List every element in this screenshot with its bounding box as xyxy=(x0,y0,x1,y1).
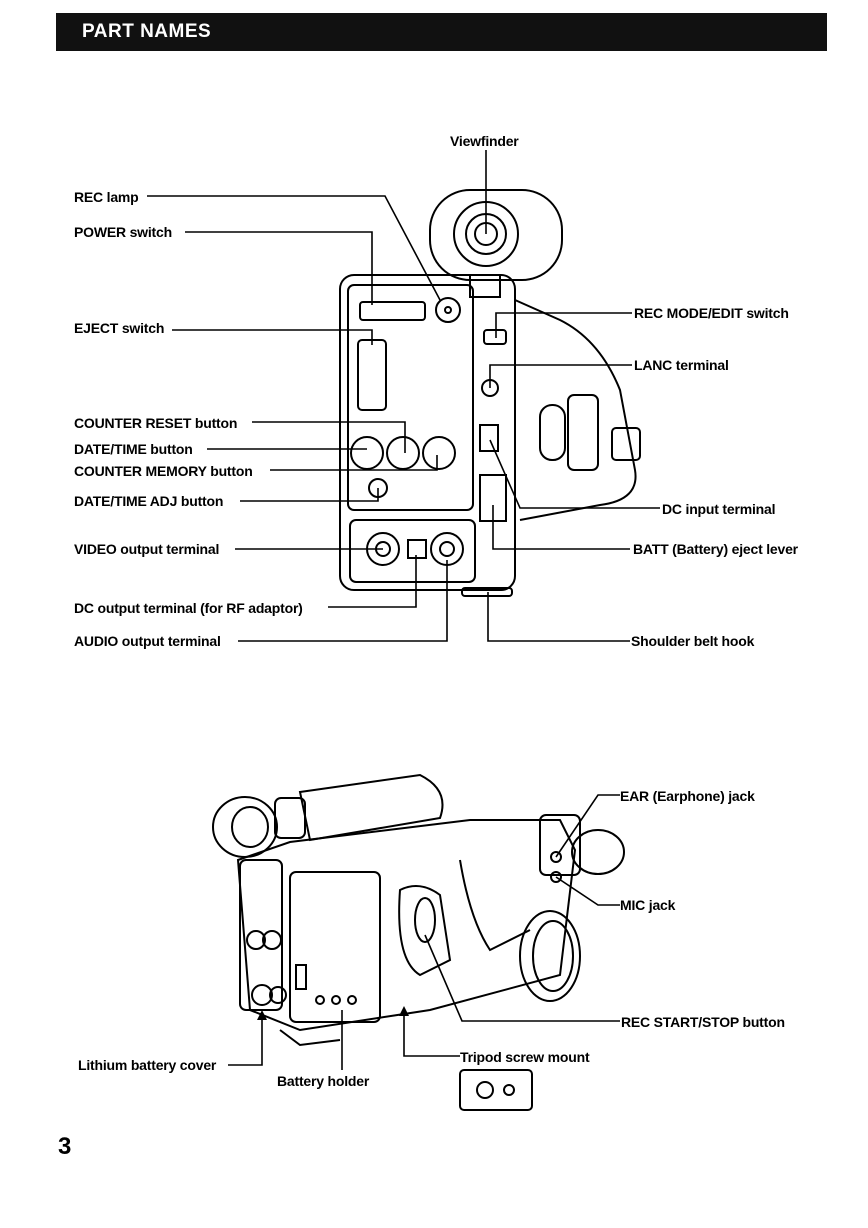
label-rec-lamp: REC lamp xyxy=(74,189,139,205)
label-power-switch: POWER switch xyxy=(74,224,172,240)
label-video-output: VIDEO output terminal xyxy=(74,541,220,557)
label-tripod-screw-mount: Tripod screw mount xyxy=(460,1049,590,1065)
label-rec-start-stop: REC START/STOP button xyxy=(621,1014,785,1030)
label-counter-reset: COUNTER RESET button xyxy=(74,415,238,431)
label-eject-switch: EJECT switch xyxy=(74,320,165,336)
label-ear-jack: EAR (Earphone) jack xyxy=(620,788,755,804)
label-rec-mode-edit: REC MODE/EDIT switch xyxy=(634,305,789,321)
label-shoulder-belt: Shoulder belt hook xyxy=(631,633,755,649)
label-viewfinder: Viewfinder xyxy=(450,133,519,149)
label-mic-jack: MIC jack xyxy=(620,897,676,913)
label-lithium-battery-cover: Lithium battery cover xyxy=(78,1057,217,1073)
label-lanc: LANC terminal xyxy=(634,357,729,373)
section-header-bar: PART NAMES xyxy=(56,13,827,51)
label-date-time-adj: DATE/TIME ADJ button xyxy=(74,493,224,509)
label-batt-eject: BATT (Battery) eject lever xyxy=(633,541,798,557)
page-number: 3 xyxy=(58,1133,72,1160)
label-counter-memory: COUNTER MEMORY button xyxy=(74,463,253,479)
label-dc-input: DC input terminal xyxy=(662,501,776,517)
label-dc-output: DC output terminal (for RF adaptor) xyxy=(74,600,303,616)
label-audio-output: AUDIO output terminal xyxy=(74,633,221,649)
label-battery-holder: Battery holder xyxy=(277,1073,370,1089)
section-title: PART NAMES xyxy=(82,21,212,42)
label-date-time: DATE/TIME button xyxy=(74,441,193,457)
